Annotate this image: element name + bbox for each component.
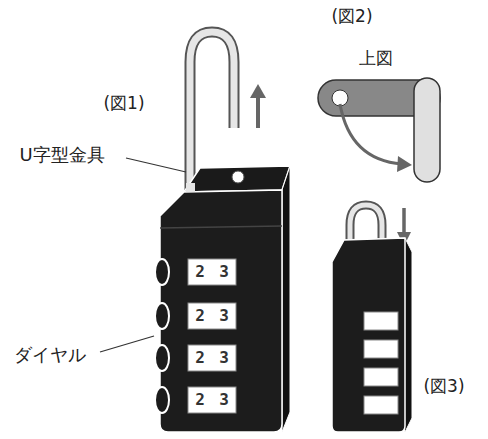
arrow-head [250,84,266,98]
shackle-base [186,183,195,192]
dial-digit: 3 [219,391,229,409]
lift-arrow [256,96,260,128]
top-view-hole [332,90,348,106]
leader-line [100,336,154,352]
rotate-arrow [340,104,402,164]
dial-digit: 2 [195,263,205,281]
dial-digit: 3 [219,349,229,367]
shackle-hole [232,171,244,183]
body-edge [160,226,282,228]
dial-digit: 2 [195,307,205,325]
figure-label: (図2) [331,7,372,26]
part-name: U字型金具 [19,145,104,165]
lock-side [282,166,290,432]
lock-body [160,190,282,432]
figure-label: (図3) [423,377,464,396]
arrow-head [397,156,412,172]
leader-line [126,158,186,172]
dial-digit: 3 [219,307,229,325]
shackle [190,32,234,190]
lock-top [184,166,290,192]
figure-label: (図1) [103,94,144,113]
shackle [350,205,382,240]
lock-body [332,238,405,432]
dial-digit: 2 [195,391,205,409]
dial-group [155,259,236,413]
shackle-outline [350,205,382,240]
shackle-outline [190,32,234,190]
dial-group [364,312,398,414]
dial-digit: 2 [195,349,205,367]
top-view-shackle [414,78,440,182]
dial-digit: 3 [219,263,229,281]
lower-arrow [402,208,406,234]
part-name: ダイヤル [14,345,86,365]
view-label: 上図 [359,49,393,68]
